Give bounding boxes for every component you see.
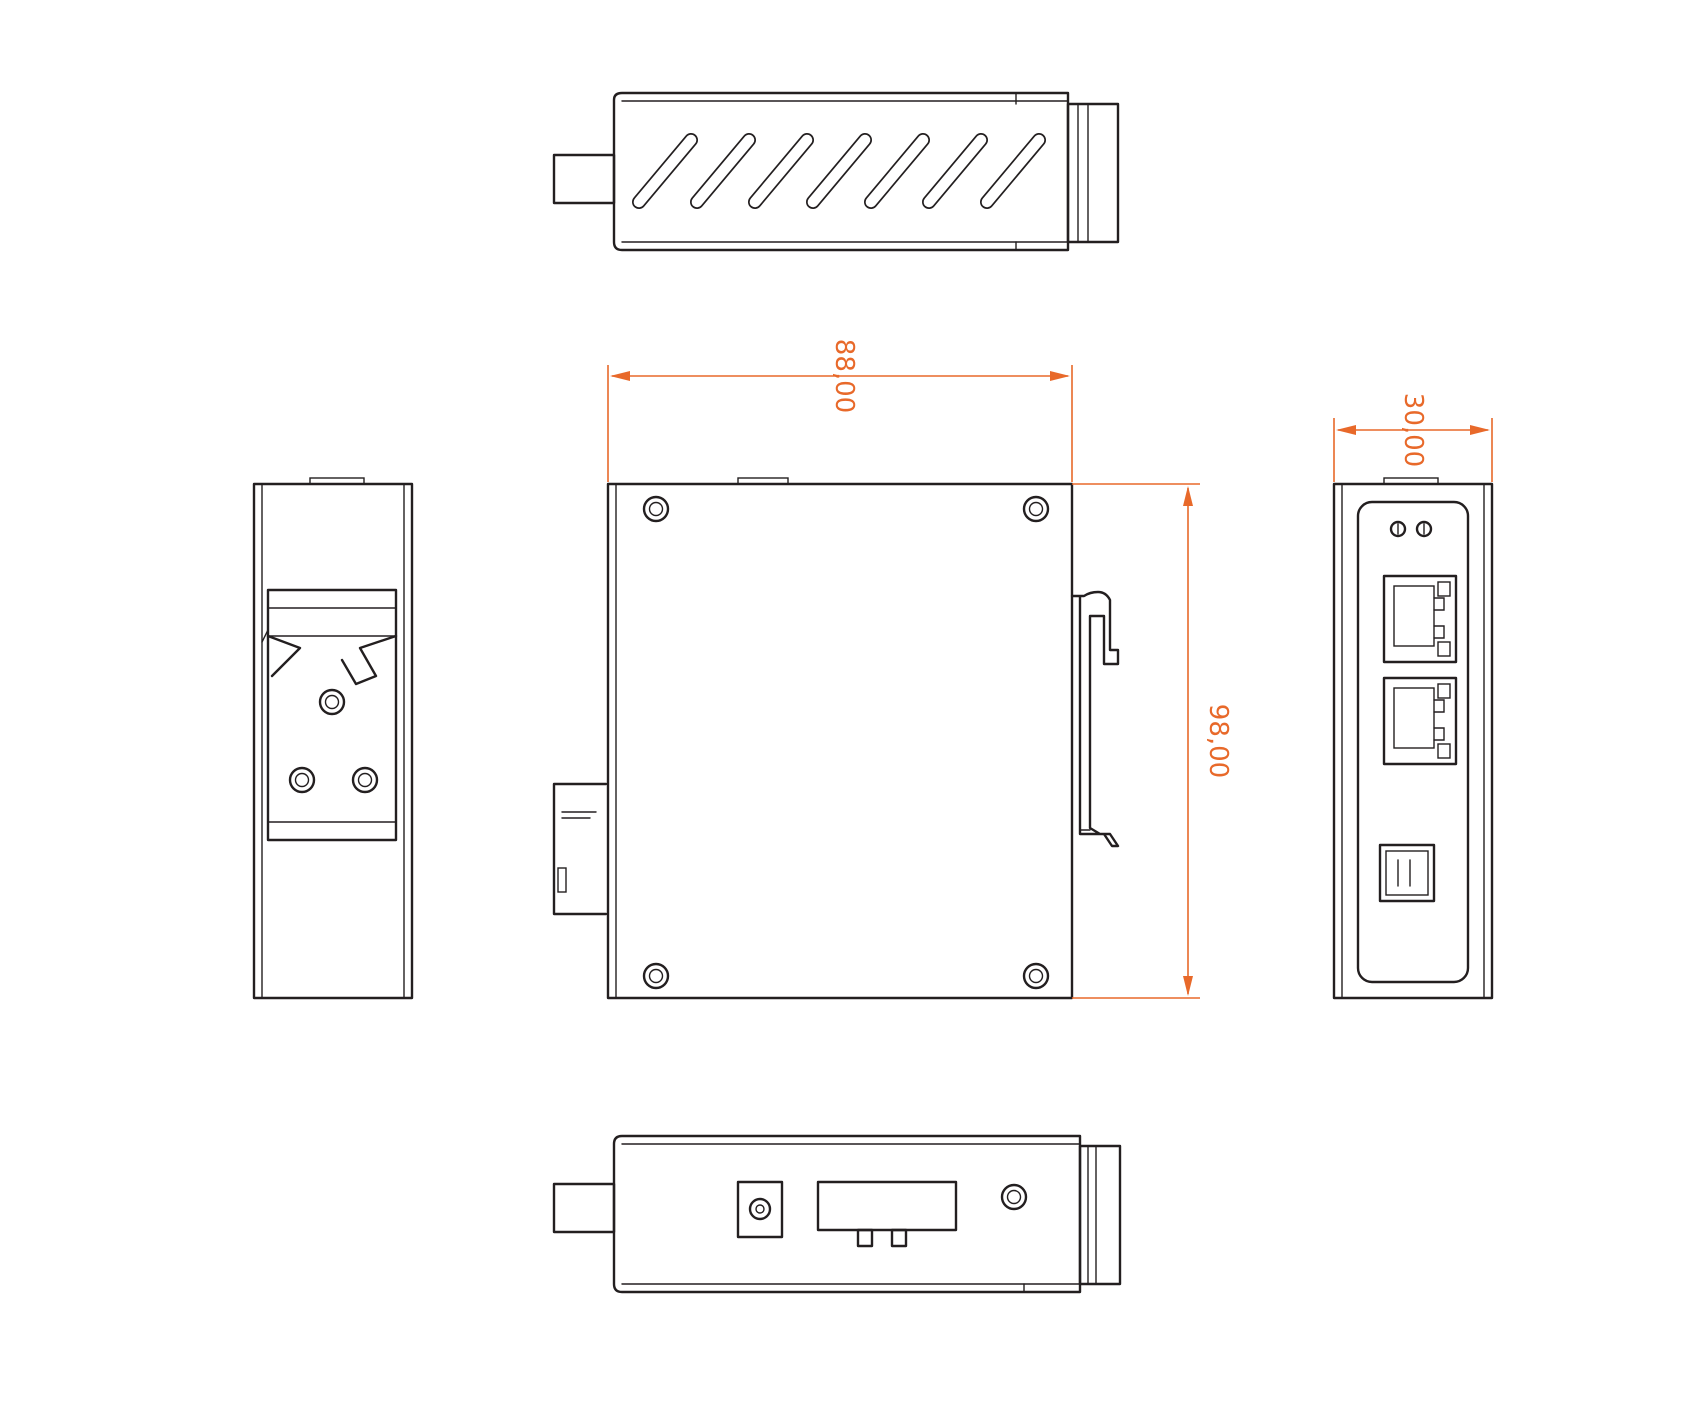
- depth-dimension-label: 30,00: [1398, 393, 1428, 467]
- front-view: [552, 477, 1120, 1000]
- right-side-view: [1332, 477, 1494, 1000]
- bottom-view-housing: [612, 1134, 1082, 1294]
- front-panel: [1356, 500, 1470, 984]
- dc-power-jack: [736, 1180, 784, 1239]
- bottom-view: [552, 1134, 1122, 1294]
- height-dimension: 98,00: [1072, 483, 1233, 999]
- left-side-view: [252, 477, 414, 1000]
- front-view-housing: [606, 482, 1074, 1000]
- din-rail-clip: [261, 588, 398, 842]
- side-connector: [552, 782, 608, 916]
- top-view-din-clip: [1066, 102, 1120, 244]
- height-dimension-label: 98,00: [1203, 704, 1233, 778]
- bottom-view-connector-stub: [552, 1182, 616, 1234]
- housing-screws: [642, 495, 1050, 990]
- rj45-port-2: [1382, 676, 1458, 766]
- width-dimension: 88,00: [607, 339, 1073, 482]
- depth-dimension: 30,00: [1333, 393, 1493, 482]
- sfp-port: [1378, 843, 1436, 903]
- width-dimension-label: 88,00: [829, 339, 859, 413]
- top-view: [552, 91, 1120, 252]
- din-clip-screws: [288, 688, 379, 794]
- top-view-connector-stub: [552, 153, 616, 205]
- top-view-housing: [612, 91, 1070, 252]
- status-led-indicators: [1389, 520, 1433, 538]
- rj45-port-1: [1382, 574, 1458, 664]
- left-view-housing: [252, 482, 414, 1000]
- front-din-clip: [1070, 590, 1120, 848]
- terminal-block: [816, 1180, 958, 1248]
- ground-screw: [1000, 1183, 1028, 1211]
- bottom-view-din-clip: [1078, 1144, 1122, 1286]
- ventilation-slots: [639, 140, 1039, 202]
